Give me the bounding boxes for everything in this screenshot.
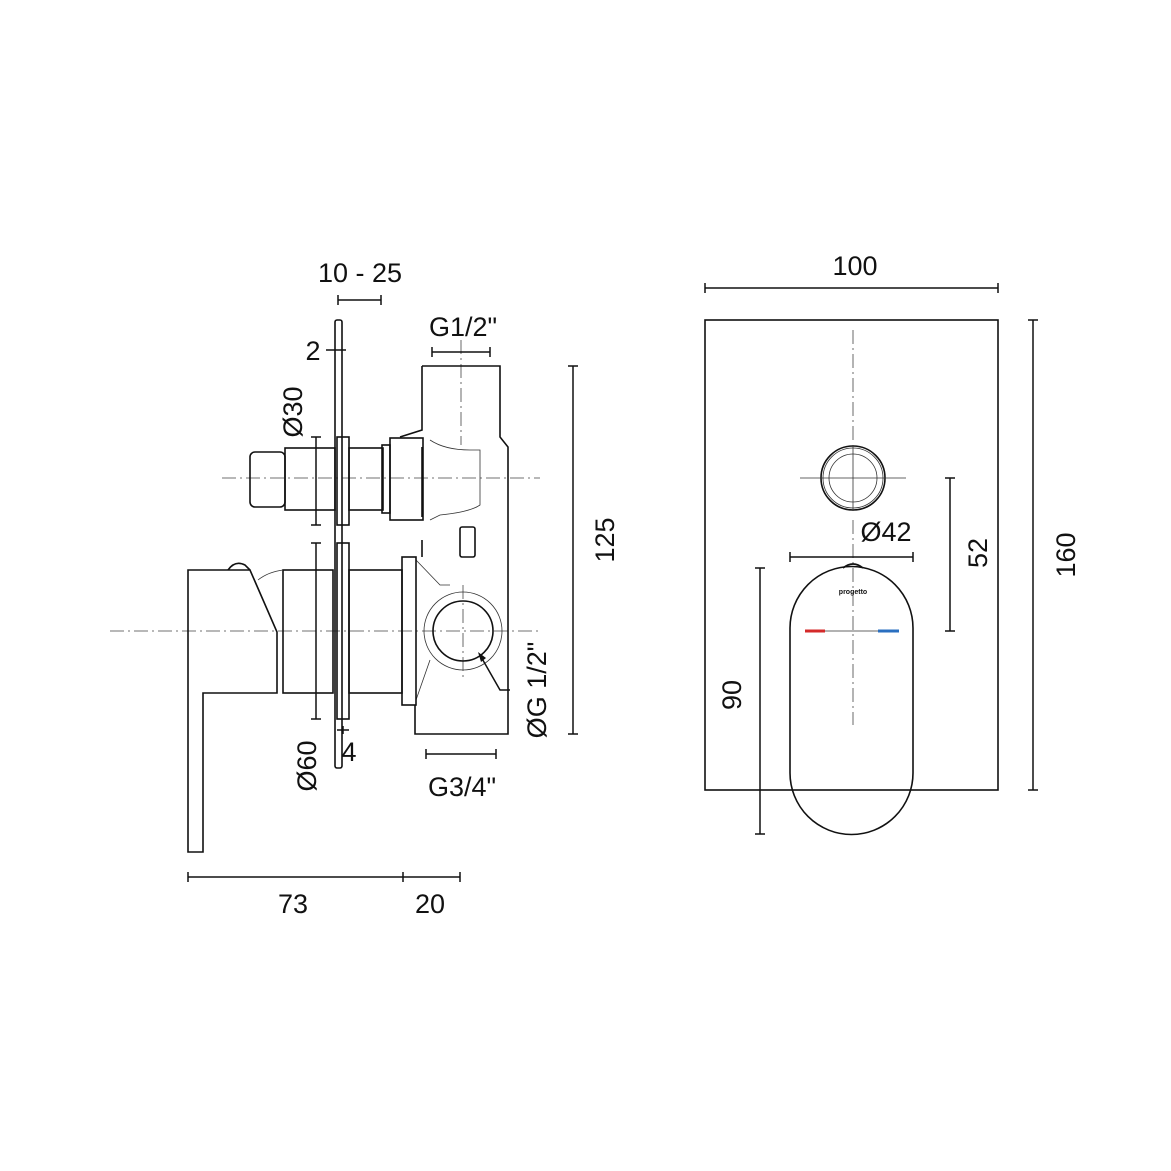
brand-logo: progetto xyxy=(839,589,867,596)
dim-handle-diameter: Ø60 xyxy=(292,740,322,791)
handle-sleeve xyxy=(282,569,334,694)
front-view: progetto 100 160 Ø42 52 90 xyxy=(704,251,1081,836)
diverter-button xyxy=(249,451,286,508)
upper-flange xyxy=(336,436,350,526)
lever-handle xyxy=(187,569,278,853)
handle-curve xyxy=(257,569,284,581)
dim-centers: 52 xyxy=(963,538,993,568)
dim-depth: 20 xyxy=(415,889,445,919)
dim-line-top-connection xyxy=(431,347,491,357)
cartridge-nut xyxy=(389,437,424,521)
wall-plate-front xyxy=(704,319,999,791)
button-crosshair xyxy=(800,445,906,511)
body-web-detail xyxy=(415,559,450,701)
dim-top-connection: G1/2" xyxy=(429,312,497,342)
dim-button-diameter: Ø30 xyxy=(278,386,308,437)
body-slot xyxy=(459,526,476,558)
dim-handle-length: 90 xyxy=(717,680,747,710)
dim-plate-thickness: 2 xyxy=(305,336,320,366)
dim-bottom-connection: G3/4" xyxy=(428,772,496,802)
side-view: 10 - 25 2 G1/2" Ø30 Ø60 125 ØG 1/2" 4 G3… xyxy=(110,258,620,919)
dim-line-width xyxy=(704,283,999,293)
outlet-arrow xyxy=(478,652,486,662)
dim-line-centers xyxy=(945,477,955,632)
dim-line-projection xyxy=(187,872,461,882)
dim-flange: 4 xyxy=(341,737,356,767)
dim-side-outlet: ØG 1/2" xyxy=(522,642,552,739)
dim-line-plate-adjust xyxy=(337,295,382,305)
handle-front xyxy=(789,565,914,836)
lower-block xyxy=(401,556,417,706)
dim-line-height-front xyxy=(1028,319,1038,791)
dim-line-handle-diameter xyxy=(311,542,321,720)
dim-line-button-front xyxy=(789,552,914,562)
dim-line-handle-length xyxy=(755,567,765,835)
dim-line-bottom-connection xyxy=(425,749,497,759)
valve-body xyxy=(399,365,509,735)
outlet-inner xyxy=(432,600,494,662)
outlet-leader xyxy=(479,654,510,691)
dim-height-front: 160 xyxy=(1051,532,1081,577)
handle-knob xyxy=(227,562,251,571)
body-inner-detail xyxy=(429,439,481,521)
dim-button-front: Ø42 xyxy=(860,517,911,547)
upper-stem xyxy=(348,447,384,511)
dim-projection: 73 xyxy=(278,889,308,919)
diverter-sleeve xyxy=(284,447,336,511)
dim-line-flange xyxy=(337,726,349,734)
lower-body xyxy=(348,569,403,694)
handle-top-knob xyxy=(842,563,864,569)
dim-line-button-diameter xyxy=(311,436,321,526)
dim-width: 100 xyxy=(832,251,877,281)
dim-height: 125 xyxy=(590,517,620,562)
dim-plate-adjust: 10 - 25 xyxy=(318,258,402,288)
wall-plate-side xyxy=(334,319,343,769)
outlet-outer xyxy=(423,591,503,671)
dim-line-height xyxy=(568,365,578,735)
